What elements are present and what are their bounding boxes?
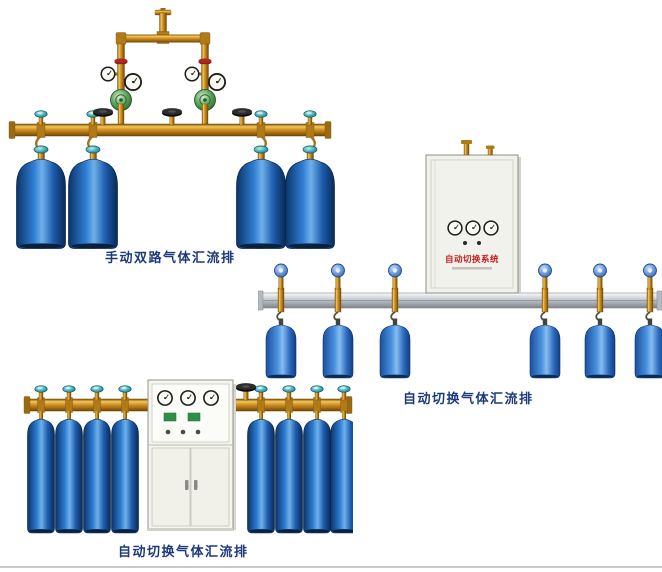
door-handle bbox=[194, 480, 198, 490]
cylinder-station bbox=[635, 264, 662, 378]
cabinet-door bbox=[151, 447, 191, 527]
auto-switch-floor-manifold-figure bbox=[23, 379, 353, 534]
cabinet-subtitle-bar bbox=[452, 267, 492, 270]
door-handle bbox=[185, 480, 189, 490]
gas-cylinder bbox=[111, 418, 139, 534]
product-caption: 自动切换气体汇流排 bbox=[118, 544, 249, 559]
gas-cylinder bbox=[275, 418, 303, 534]
green-label bbox=[187, 412, 201, 422]
cylinder-station bbox=[323, 264, 353, 378]
indicator-dot bbox=[463, 241, 467, 245]
pressure-gauge bbox=[157, 390, 173, 406]
indicator-dot bbox=[477, 241, 481, 245]
green-label bbox=[163, 412, 177, 422]
cylinder-shutoff-valve bbox=[303, 110, 317, 126]
auto-switch-wall-manifold-figure: 自动切换系统 bbox=[258, 140, 662, 381]
product-caption: 手动双路气体汇流排 bbox=[105, 250, 236, 265]
manual-dual-manifold-figure bbox=[8, 8, 335, 250]
cylinder-necks bbox=[39, 411, 346, 419]
inlet-tee-assembly bbox=[115, 8, 211, 45]
gas-cylinder bbox=[83, 418, 111, 534]
cylinder-station bbox=[585, 264, 615, 378]
pressure-gauge bbox=[465, 220, 481, 236]
gas-cylinder bbox=[16, 145, 66, 250]
pressure-gauge bbox=[447, 220, 463, 236]
handwheel-valve bbox=[231, 107, 253, 126]
handwheel-valve bbox=[235, 382, 257, 401]
manifold-pipe bbox=[8, 121, 332, 139]
knob bbox=[180, 429, 186, 435]
pressure-regulator-station bbox=[185, 44, 225, 127]
gas-cylinder bbox=[330, 418, 353, 534]
gas-cylinder bbox=[55, 418, 83, 534]
cylinder-shutoff-valve bbox=[34, 110, 48, 126]
cylinder-shutoff-valve bbox=[254, 110, 268, 126]
knob bbox=[195, 429, 201, 435]
gas-cylinder bbox=[303, 418, 331, 534]
gas-cylinder bbox=[27, 418, 55, 534]
cylinder-station bbox=[380, 264, 410, 378]
gas-cylinder bbox=[68, 145, 118, 250]
cylinder-station bbox=[266, 264, 296, 378]
pressure-gauge bbox=[180, 390, 196, 406]
cylinder-station bbox=[530, 264, 560, 378]
manifold-rail bbox=[258, 290, 662, 311]
control-cabinet: 自动切换系统 bbox=[425, 140, 521, 294]
control-cabinet bbox=[147, 379, 236, 531]
handwheel-valve bbox=[161, 107, 183, 126]
pressure-gauge bbox=[483, 220, 499, 236]
pressure-gauge bbox=[203, 390, 219, 406]
bottom-divider bbox=[0, 566, 662, 568]
knob bbox=[165, 429, 171, 435]
cylinder-valves bbox=[34, 385, 351, 413]
gas-cylinder bbox=[247, 418, 275, 534]
cabinet-label: 自动切换系统 bbox=[445, 254, 499, 264]
product-caption: 自动切换气体汇流排 bbox=[403, 391, 534, 406]
